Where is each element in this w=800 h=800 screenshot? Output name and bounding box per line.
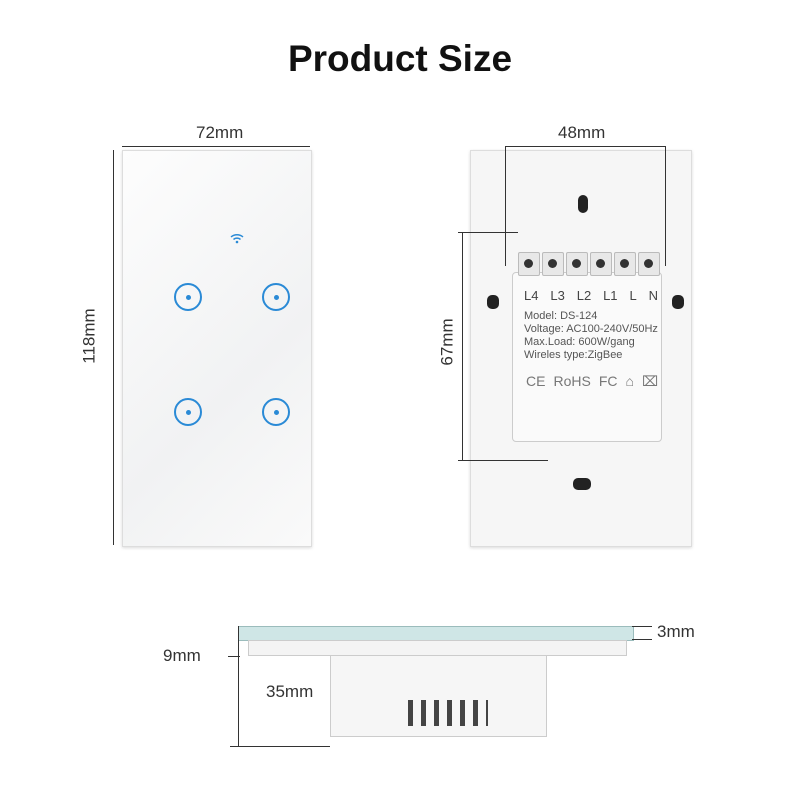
touch-button-1[interactable] (174, 283, 202, 311)
page-title: Product Size (287, 38, 513, 79)
terminal (590, 252, 612, 276)
mount-hole (578, 195, 588, 213)
terminal (614, 252, 636, 276)
dimension-line (122, 146, 310, 147)
terminal-label: L4 (524, 288, 539, 303)
terminal (638, 252, 660, 276)
terminal (542, 252, 564, 276)
dimension-line (113, 150, 114, 545)
front-depth-label: 9mm (163, 646, 201, 665)
vent-slots (408, 700, 488, 726)
touch-button-3[interactable] (174, 398, 202, 426)
fcc-mark: FC (598, 373, 618, 389)
glass-thickness-label: 3mm (657, 622, 695, 641)
weee-bin-icon: ⌧ (641, 373, 659, 389)
terminal-label: L2 (576, 288, 592, 303)
glass-layer (238, 626, 634, 641)
front-width-label: 72mm (196, 123, 244, 142)
load-text: Max.Load: 600W/gang (524, 336, 635, 348)
wireless-text: Wireles type:ZigBee (524, 349, 623, 361)
front-height-label: 118mm (79, 308, 99, 364)
rohs-mark: RoHS (553, 373, 591, 389)
mount-hole (487, 295, 499, 309)
side-module (330, 655, 547, 737)
touch-button-4[interactable] (262, 398, 290, 426)
voltage-text: Voltage: AC100-240V/50Hz (524, 323, 658, 335)
mount-hole (672, 295, 684, 309)
touch-button-2[interactable] (262, 283, 290, 311)
terminal-labels: L4 L3 L2 L1 L N (524, 288, 658, 303)
terminal-label: L1 (603, 288, 618, 303)
wifi-icon (230, 233, 244, 244)
terminal-label: L3 (550, 288, 565, 303)
home-icon: ⌂ (625, 373, 634, 389)
total-depth-label: 35mm (266, 682, 314, 701)
terminal (566, 252, 588, 276)
terminal-label: L (629, 288, 637, 303)
mount-hole (573, 478, 591, 490)
switch-front-panel (122, 150, 312, 547)
back-width-label: 48mm (558, 123, 606, 142)
side-frame (248, 640, 627, 656)
module-housing (512, 272, 662, 442)
certification-marks: CE RoHS FC ⌂ ⌧ (526, 373, 658, 390)
ce-mark: CE (526, 373, 546, 389)
back-height-label: 67mm (437, 318, 457, 366)
model-text: Model: DS-124 (524, 310, 598, 322)
terminal-label: N (648, 288, 658, 303)
terminal (518, 252, 540, 276)
